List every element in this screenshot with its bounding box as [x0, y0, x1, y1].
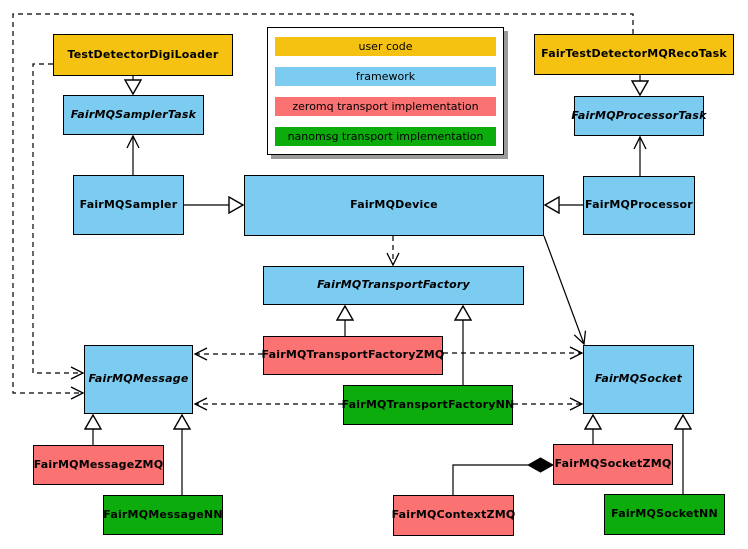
- class-box-fairmqmessagenn: FairMQMessageNN: [103, 495, 223, 535]
- class-box-fairmqsocketnn: FairMQSocketNN: [604, 494, 725, 535]
- legend-item-user-code: user code: [275, 37, 496, 56]
- class-box-fairmqprocessor: FairMQProcessor: [583, 176, 695, 235]
- legend: user code framework zeromq transport imp…: [267, 27, 504, 155]
- legend-item-framework: framework: [275, 67, 496, 86]
- legend-label: framework: [355, 70, 416, 83]
- edge-digiloader-message-dep: [32, 63, 85, 380]
- legend-item-nanomsg: nanomsg transport implementation: [275, 127, 496, 146]
- edge-device-socket-assoc: [543, 235, 587, 346]
- class-box-fairmqtransportfactorynn: FairMQTransportFactoryNN: [342, 385, 514, 425]
- class-box-fairmqcontextzmq: FairMQContextZMQ: [392, 495, 515, 536]
- class-box-fairmqtransportfactory: FairMQTransportFactory: [263, 266, 524, 305]
- edge-recotask-message-dep: [12, 13, 634, 400]
- class-box-fairtestdetectormqrecotask: FairTestDetectorMQRecoTask: [534, 34, 734, 75]
- class-box-fairmqsocket: FairMQSocket: [583, 345, 694, 414]
- class-box-fairmqmessage: FairMQMessage: [84, 345, 193, 414]
- legend-item-zeromq: zeromq transport implementation: [275, 97, 496, 116]
- class-box-fairmqtransportfactoryzmq: FairMQTransportFactoryZMQ: [262, 336, 444, 375]
- legend-label: zeromq transport implementation: [292, 100, 479, 113]
- class-box-fairmqprocessortask: FairMQProcessorTask: [571, 96, 706, 136]
- edge-contextzmq-socketzmq-composition: [452, 465, 528, 495]
- class-box-fairmqmessagezmq: FairMQMessageZMQ: [33, 445, 164, 485]
- legend-label: nanomsg transport implementation: [287, 130, 484, 143]
- class-box-fairmqsampler: FairMQSampler: [73, 175, 184, 235]
- class-box-fairmqsamplertask: FairMQSamplerTask: [63, 95, 204, 135]
- legend-label: user code: [358, 40, 413, 53]
- class-box-fairmqdevice: FairMQDevice: [244, 175, 544, 236]
- class-box-testdetectordigiloader: TestDetectorDigiLoader: [53, 34, 233, 76]
- class-box-fairmqsocketzmq: FairMQSocketZMQ: [553, 444, 673, 485]
